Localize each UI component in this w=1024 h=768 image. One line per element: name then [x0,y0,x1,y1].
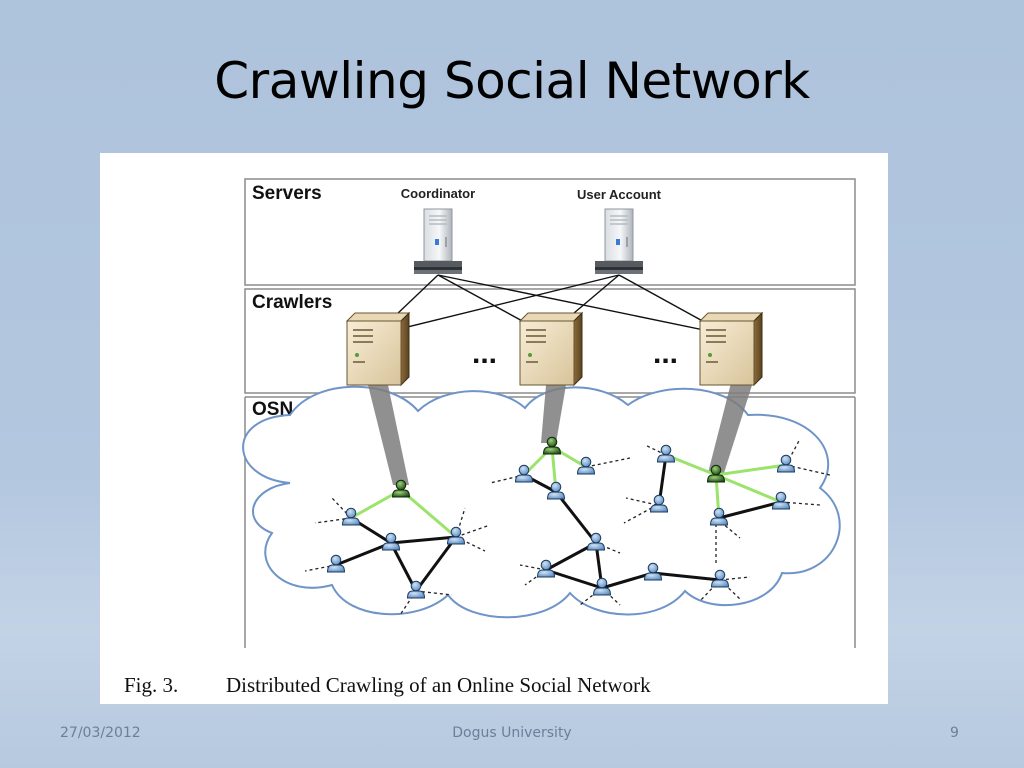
crawler-beam-3 [708,379,754,473]
coordinator-label: Coordinator [401,186,475,201]
figure-caption-text: Distributed Crawling of an Online Social… [226,673,651,697]
crawling-diagram: Servers Crawlers OSN Coordinator User Ac… [242,178,856,648]
crawler-machine-icon [699,312,763,386]
crawler-ellipsis: ... [472,337,497,370]
osn-cloud [242,385,841,619]
coordinator-server-icon [413,208,463,275]
servers-section-frame [244,178,856,286]
crawler-beam-2 [541,385,566,443]
figure-number: Fig. 3. [124,673,179,697]
crawler-beam-1 [368,385,409,485]
user-account-label: User Account [577,187,662,202]
crawler-machine-icon [346,312,410,386]
distributed-crawling-figure: Servers Crawlers OSN Coordinator User Ac… [100,153,888,704]
servers-label: Servers [252,183,322,204]
user-account-server-icon [594,208,644,275]
crawler-ellipsis: ... [653,337,678,370]
footer-organization: Dogus University [452,725,572,741]
figure-caption: Fig. 3. Distributed Crawling of an Online… [124,673,651,698]
crawlers-label: Crawlers [252,292,332,313]
crawler-machine-icon [519,312,583,386]
slide-title: Crawling Social Network [214,52,810,110]
friendship-links [335,454,782,592]
footer-date: 27/03/2012 [60,725,141,741]
footer-page-number: 9 [950,725,959,741]
